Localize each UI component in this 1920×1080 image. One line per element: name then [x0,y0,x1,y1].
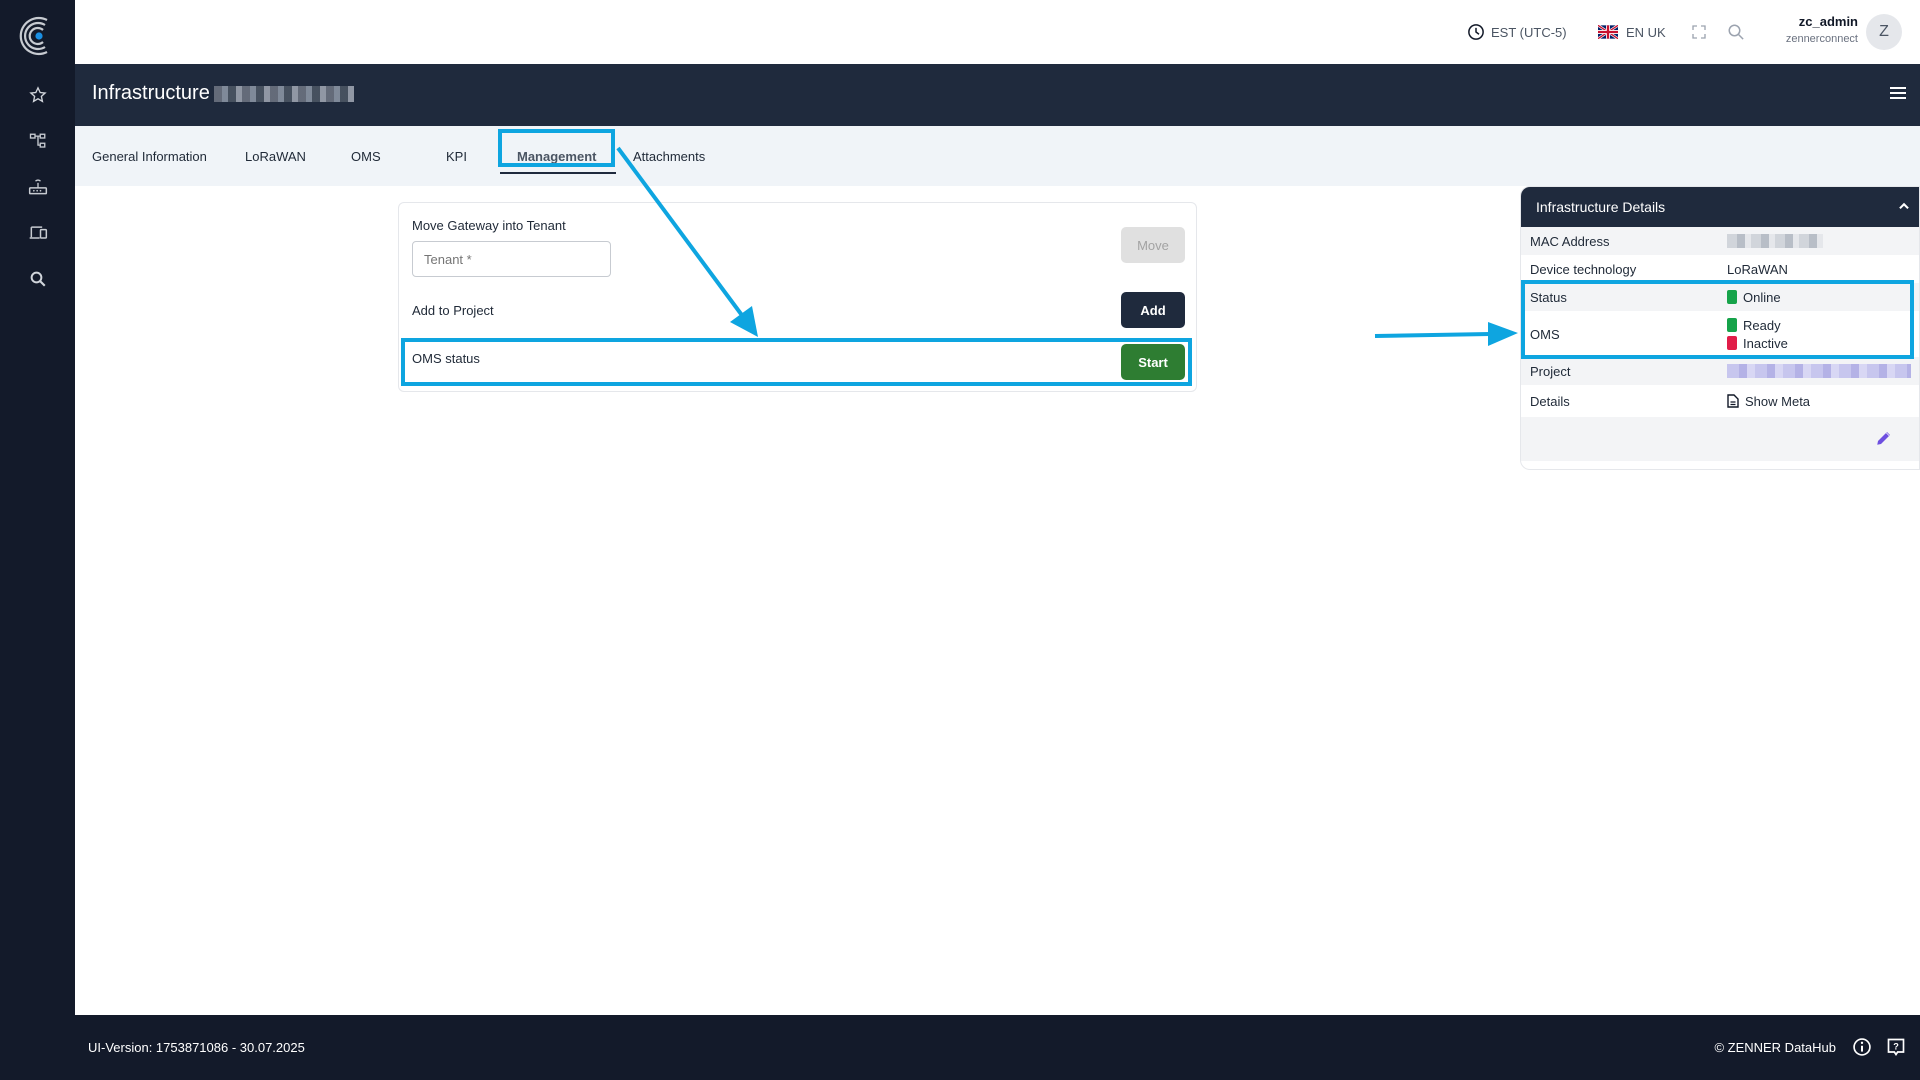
oms-status-label: OMS status [412,351,480,366]
move-button[interactable]: Move [1121,227,1185,263]
mac-label: MAC Address [1530,233,1610,249]
project-value-redacted[interactable] [1727,364,1911,378]
info-icon[interactable] [1852,1037,1872,1057]
tab-management[interactable]: Management [517,148,597,164]
tab-general-information[interactable]: General Information [92,148,207,164]
sidebar-item-infrastructure[interactable] [27,176,49,198]
devices-icon [29,226,48,239]
fullscreen-icon [1692,25,1706,39]
row-project: Project [1521,357,1919,385]
menu-icon[interactable] [1890,87,1906,101]
tech-label: Device technology [1530,261,1637,277]
avatar[interactable]: Z [1866,14,1902,50]
document-icon [1727,394,1739,408]
language-selector[interactable]: EN UK [1598,0,1666,64]
redacted-infrastructure-id [213,85,354,102]
management-card: Move Gateway into Tenant Move Add to Pro… [398,202,1197,392]
user-menu[interactable]: zc_admin zennerconnect [1786,14,1858,45]
help-icon[interactable]: ? [1886,1037,1906,1057]
oms-label: OMS [1530,326,1560,342]
tab-bar: General Information LoRaWAN OMS KPI Mana… [75,126,1920,186]
row-device-technology: Device technology LoRaWAN [1521,255,1919,283]
timezone-label: EST (UTC-5) [1491,24,1567,40]
tab-attachments[interactable]: Attachments [633,148,706,164]
tab-lorawan[interactable]: LoRaWAN [245,148,306,164]
footer: UI-Version: 1753871086 - 30.07.2025 © ZE… [75,1015,1920,1080]
search-icon [30,271,46,287]
start-oms-button[interactable]: Start [1121,344,1185,380]
add-to-project-label: Add to Project [412,303,494,318]
svg-text:?: ? [1893,1042,1899,1052]
details-title: Infrastructure Details [1536,199,1666,215]
global-search-button[interactable] [1727,0,1745,64]
show-meta-link[interactable]: Show Meta [1727,394,1810,409]
infrastructure-details-panel: Infrastructure Details MAC Address Devic… [1520,186,1920,470]
timezone-selector[interactable]: EST (UTC-5) [1467,0,1567,64]
tab-oms[interactable]: OMS [351,148,381,164]
chevron-up-icon[interactable] [1897,199,1911,213]
page-title-text: Infrastructure [92,82,210,104]
details-label: Details [1530,393,1570,409]
oms-inactive-badge: Inactive [1727,334,1788,352]
oms-ready-indicator-icon [1727,318,1737,332]
oms-ready-badge: Ready [1727,316,1781,334]
clock-icon [1468,24,1484,40]
add-button[interactable]: Add [1121,292,1185,328]
sidebar [0,0,75,1080]
status-online-indicator-icon [1727,290,1737,304]
oms-inactive-indicator-icon [1727,336,1737,350]
page-header: Infrastructure [75,64,1920,126]
page-title: Infrastructure [92,82,354,105]
edit-pencil-icon[interactable] [1875,429,1893,447]
sidebar-item-search[interactable] [27,268,49,290]
row-mac-address: MAC Address [1521,227,1919,255]
tenant-input[interactable] [412,241,611,277]
sidebar-item-devices[interactable] [27,222,49,244]
sidebar-item-hierarchy[interactable] [27,130,49,152]
status-badge: Online [1727,290,1781,305]
project-label: Project [1530,363,1571,379]
star-icon [29,86,47,103]
user-name: zc_admin [1798,14,1858,29]
zenner-logo-icon[interactable] [17,14,57,58]
top-bar: EST (UTC-5) EN UK zc_admin zennerconnect… [75,0,1920,64]
tab-kpi[interactable]: KPI [446,148,467,164]
mac-value-redacted [1727,234,1823,248]
sidebar-item-favorites[interactable] [27,84,49,106]
copyright: © ZENNER DataHub [1714,1040,1836,1055]
move-gateway-label: Move Gateway into Tenant [412,218,566,233]
ui-version: UI-Version: 1753871086 - 30.07.2025 [88,1040,305,1055]
row-status: Status Online [1521,283,1919,311]
oms-values: Ready Inactive [1727,316,1788,352]
uk-flag-icon [1598,25,1618,39]
hierarchy-icon [29,133,46,148]
active-tab-indicator [500,172,616,174]
search-icon [1728,24,1744,40]
details-header[interactable]: Infrastructure Details [1521,187,1919,227]
router-icon [28,179,48,195]
fullscreen-button[interactable] [1691,0,1707,64]
user-org: zennerconnect [1785,33,1858,45]
tech-value: LoRaWAN [1727,261,1788,277]
details-footer [1521,417,1919,461]
row-details: Details Show Meta [1521,385,1919,417]
language-label: EN UK [1626,24,1666,40]
status-label: Status [1530,289,1567,305]
row-oms: OMS Ready Inactive [1521,311,1919,357]
